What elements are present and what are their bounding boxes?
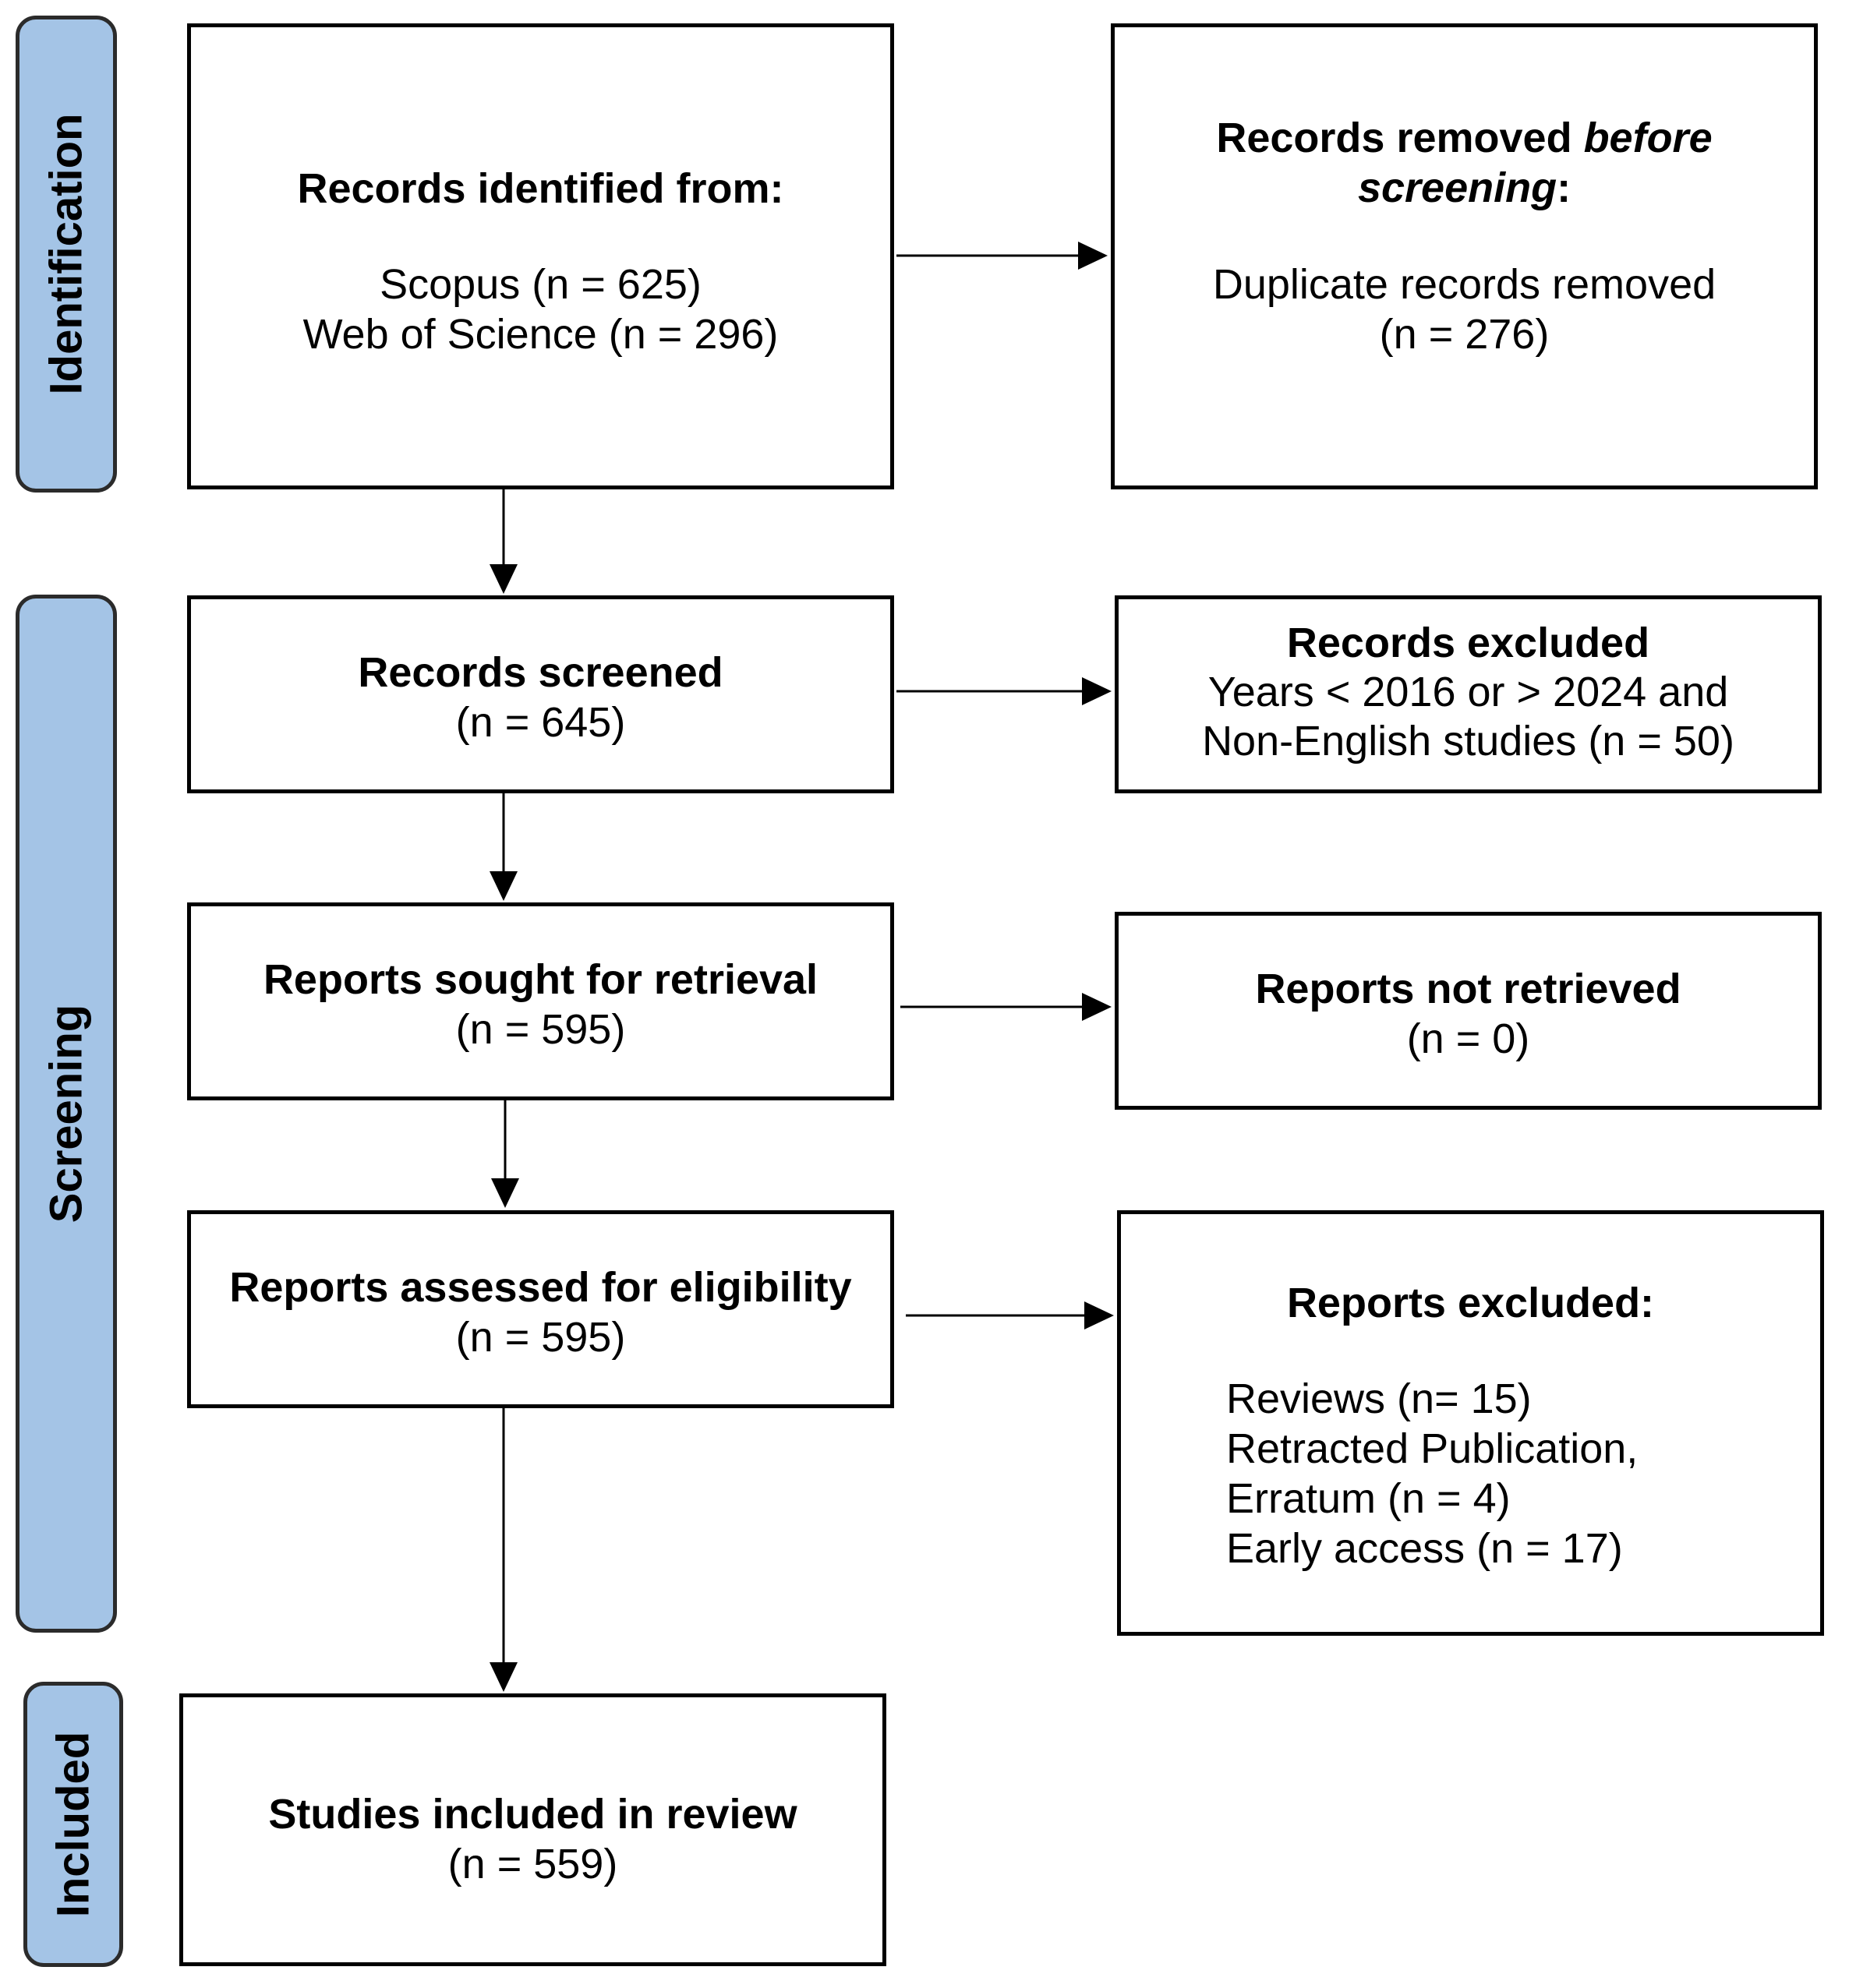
records-identified-scopus: Scopus (n = 625) (380, 261, 702, 308)
records-screened-title: Records screened (358, 649, 723, 696)
duplicates-removed-count: (n = 276) (1379, 311, 1550, 358)
studies-included-title: Studies included in review (268, 1791, 797, 1838)
reports-sought-title: Reports sought for retrieval (263, 956, 818, 1003)
reports-sought-box: Reports sought for retrieval (n = 595) (187, 902, 894, 1100)
records-excluded-line2: Non-English studies (n = 50) (1202, 718, 1734, 764)
reports-assessed-count: (n = 595) (455, 1314, 626, 1361)
records-identified-title: Records identified from: (297, 165, 784, 212)
records-removed-box: Records removed before screening: Duplic… (1111, 23, 1818, 489)
reports-not-retrieved-box: Reports not retrieved (n = 0) (1115, 912, 1822, 1110)
reports-excluded-title: Reports excluded: (1286, 1280, 1655, 1326)
arrowhead (490, 564, 518, 594)
reports-excluded-box: Reports excluded: Reviews (n= 15) Retrac… (1117, 1210, 1824, 1636)
reports-not-retrieved-title: Reports not retrieved (1255, 966, 1681, 1012)
reports-not-retrieved-count: (n = 0) (1406, 1015, 1530, 1062)
studies-included-box: Studies included in review (n = 559) (179, 1693, 886, 1966)
records-excluded-box: Records excluded Years < 2016 or > 2024 … (1115, 595, 1822, 793)
arrowhead (1082, 677, 1112, 705)
arrowhead (490, 871, 518, 901)
arrowhead (1078, 242, 1108, 270)
reports-excluded-item: Reviews (n= 15) (1226, 1375, 1532, 1422)
records-screened-box: Records screened (n = 645) (187, 595, 894, 793)
arrowhead (490, 1662, 518, 1692)
records-removed-title-line1: Records removed before (1216, 115, 1713, 161)
records-screened-count: (n = 645) (455, 699, 626, 746)
records-removed-title-line2: screening: (1357, 164, 1571, 211)
records-excluded-line1: Years < 2016 or > 2024 and (1207, 669, 1729, 715)
records-identified-box: Records identified from: Scopus (n = 625… (187, 23, 894, 489)
records-identified-wos: Web of Science (n = 296) (302, 311, 779, 358)
studies-included-count: (n = 559) (447, 1841, 618, 1887)
reports-excluded-item: Erratum (n = 4) (1226, 1475, 1511, 1522)
reports-assessed-title: Reports assessed for eligibility (229, 1264, 852, 1311)
arrowhead (1082, 993, 1112, 1021)
reports-sought-count: (n = 595) (455, 1006, 626, 1053)
phase-identification: Identification (16, 16, 117, 493)
reports-assessed-box: Reports assessed for eligibility (n = 59… (187, 1210, 894, 1408)
duplicates-removed-text: Duplicate records removed (1212, 261, 1716, 308)
records-excluded-title: Records excluded (1286, 620, 1650, 666)
reports-excluded-item: Retracted Publication, (1226, 1425, 1639, 1472)
reports-excluded-item: Early access (n = 17) (1226, 1525, 1623, 1572)
phase-included: Included (23, 1682, 123, 1967)
phase-screening: Screening (16, 595, 117, 1633)
arrowhead (491, 1178, 519, 1208)
arrowhead (1084, 1301, 1114, 1329)
